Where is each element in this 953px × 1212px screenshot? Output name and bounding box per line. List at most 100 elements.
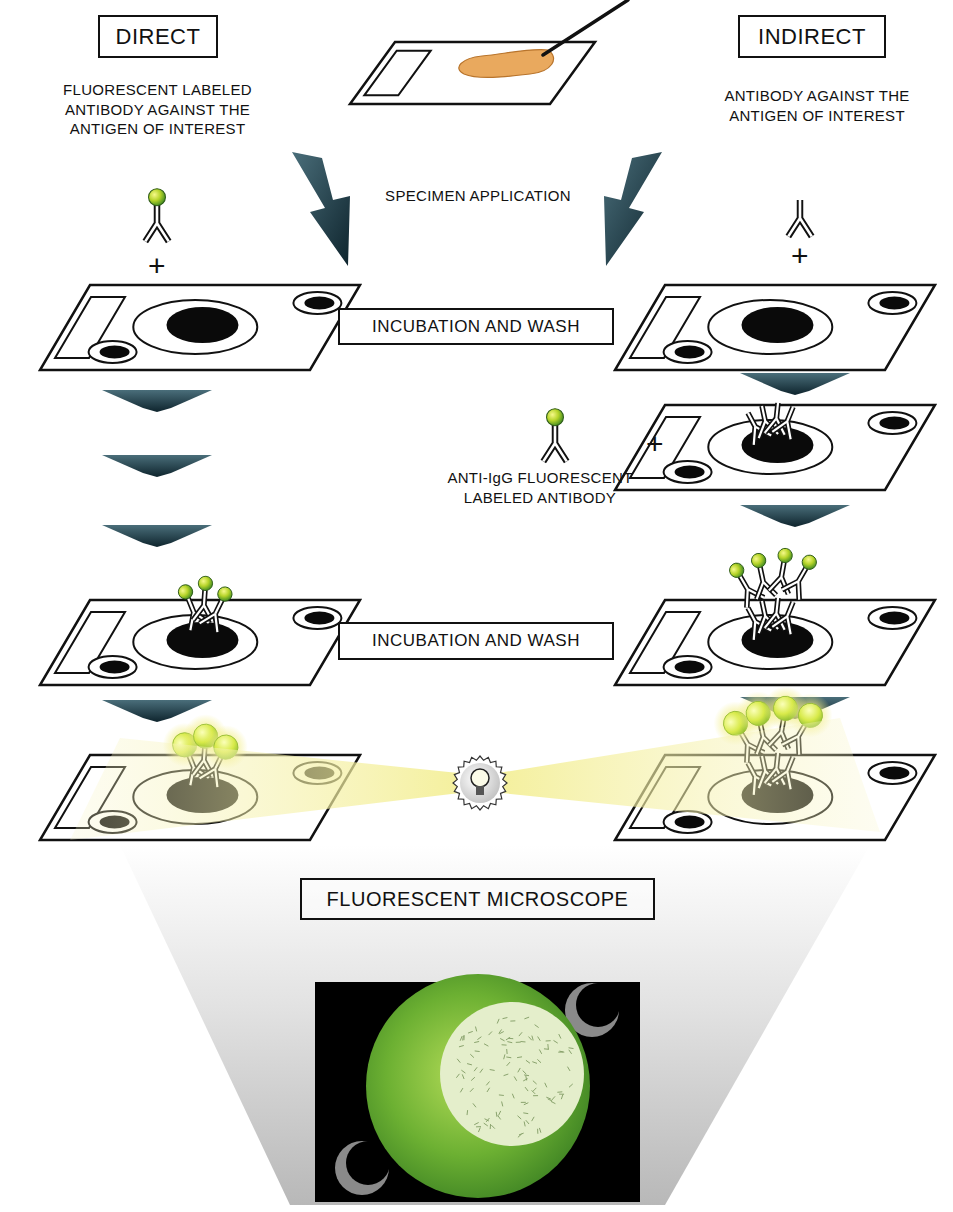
antibody-body bbox=[772, 598, 802, 634]
bacterium bbox=[533, 1095, 538, 1096]
debris-core bbox=[346, 1141, 390, 1185]
bacterium bbox=[533, 1088, 537, 1092]
specimen-well bbox=[133, 300, 257, 354]
bacterium bbox=[477, 1037, 481, 1040]
slide-outline bbox=[615, 285, 935, 370]
bacterium bbox=[514, 1076, 517, 1080]
bacterium bbox=[474, 1122, 478, 1124]
bacterium bbox=[502, 1102, 503, 1107]
swab-smear bbox=[459, 50, 554, 78]
bacterium bbox=[526, 1060, 530, 1063]
bacterium bbox=[507, 1062, 510, 1066]
specimen-well bbox=[868, 607, 916, 629]
step-box: INCUBATION AND WASH bbox=[338, 308, 614, 345]
bacterium bbox=[537, 1129, 538, 1134]
bacterium bbox=[499, 1032, 503, 1034]
fluorescent-label bbox=[149, 189, 166, 206]
bacterium bbox=[559, 1034, 561, 1039]
bacteria-speckles bbox=[456, 1017, 573, 1137]
bacterium bbox=[490, 1124, 491, 1129]
antibody bbox=[772, 598, 802, 634]
debris-ring bbox=[335, 1141, 389, 1195]
bacterium bbox=[524, 1121, 525, 1126]
specimen-well bbox=[293, 607, 341, 629]
bacterium bbox=[496, 1112, 498, 1117]
bacterium bbox=[517, 1056, 522, 1058]
bacterium bbox=[463, 1035, 464, 1040]
antibody bbox=[543, 409, 566, 462]
bacterium bbox=[506, 1049, 507, 1054]
reagent-label: ANTI-IgG FLUORESCENT LABELED ANTIBODY bbox=[430, 468, 650, 507]
bacterium bbox=[474, 1067, 477, 1071]
bacterium bbox=[547, 1044, 548, 1049]
bacterium bbox=[552, 1096, 555, 1100]
bacterium bbox=[539, 1128, 540, 1133]
bacterium bbox=[535, 1025, 539, 1028]
bacterium bbox=[499, 1094, 504, 1096]
fluorescent-label bbox=[547, 409, 564, 426]
bacterium bbox=[470, 1054, 474, 1057]
bacterium bbox=[559, 1051, 564, 1052]
bacterium bbox=[459, 1046, 464, 1047]
fluorescent-label bbox=[800, 553, 820, 573]
bacterium bbox=[545, 1083, 547, 1088]
reagent-label: ANTIBODY AGAINST THE ANTIGEN OF INTEREST bbox=[697, 86, 937, 125]
antibody-outline bbox=[145, 205, 168, 241]
bacterium bbox=[512, 1094, 514, 1099]
antibody bbox=[200, 583, 237, 632]
antibody-outline bbox=[788, 200, 811, 236]
bacterium bbox=[533, 1081, 537, 1084]
box-text: FLUORESCENT MICROSCOPE bbox=[327, 888, 629, 911]
fluorescent-label bbox=[215, 585, 234, 604]
bacterium bbox=[569, 1050, 572, 1054]
step-arrow bbox=[740, 505, 850, 527]
bacterium bbox=[524, 1074, 529, 1076]
bacterium bbox=[486, 1081, 489, 1085]
step-arrow bbox=[102, 390, 212, 412]
fluorescent-cell bbox=[366, 974, 590, 1198]
specimen-spot bbox=[675, 466, 705, 479]
bacterium bbox=[457, 1059, 460, 1063]
bacterium bbox=[503, 1018, 508, 1019]
flow-arrow bbox=[292, 152, 350, 266]
antibody-outline bbox=[772, 403, 802, 439]
bacterium bbox=[523, 1112, 528, 1114]
bacterium bbox=[456, 1074, 459, 1078]
bacterium bbox=[538, 1037, 541, 1041]
bacterium bbox=[567, 1067, 570, 1071]
bacterium bbox=[506, 1056, 511, 1058]
bacterium bbox=[506, 1037, 510, 1040]
specimen-spot bbox=[675, 661, 705, 674]
step-box: INCUBATION AND WASH bbox=[338, 622, 614, 660]
fluorescent-label bbox=[176, 583, 195, 602]
glass-slide bbox=[615, 285, 935, 370]
glass-slide bbox=[350, 42, 595, 104]
bacterium bbox=[557, 1091, 562, 1092]
bacterium bbox=[561, 1094, 563, 1099]
bacterium bbox=[490, 1069, 495, 1071]
bacterium bbox=[537, 1059, 541, 1062]
bacterium bbox=[460, 1036, 462, 1041]
bacterium bbox=[491, 1125, 495, 1129]
bacterium bbox=[516, 1042, 521, 1043]
fluorescent-label bbox=[750, 552, 767, 569]
bacterium bbox=[532, 1036, 533, 1041]
bacterium bbox=[478, 1127, 480, 1132]
instrument-box: FLUORESCENT MICROSCOPE bbox=[300, 878, 655, 920]
bacterium bbox=[519, 1032, 522, 1036]
bacterium bbox=[523, 1079, 527, 1081]
box-text: INCUBATION AND WASH bbox=[372, 317, 580, 337]
bacterium bbox=[467, 1110, 469, 1115]
bacterium bbox=[523, 1071, 527, 1075]
swab-stick bbox=[543, 0, 628, 55]
bacterium bbox=[484, 1123, 488, 1126]
bacterium bbox=[462, 1074, 464, 1079]
bacterium bbox=[498, 1115, 501, 1119]
bacterium bbox=[546, 1097, 551, 1099]
glass-slide bbox=[40, 285, 360, 370]
bacterium bbox=[569, 1084, 573, 1087]
specimen-well bbox=[708, 300, 832, 354]
antibody bbox=[782, 551, 821, 599]
antibody-body bbox=[145, 205, 168, 241]
bacterium bbox=[525, 1087, 528, 1091]
